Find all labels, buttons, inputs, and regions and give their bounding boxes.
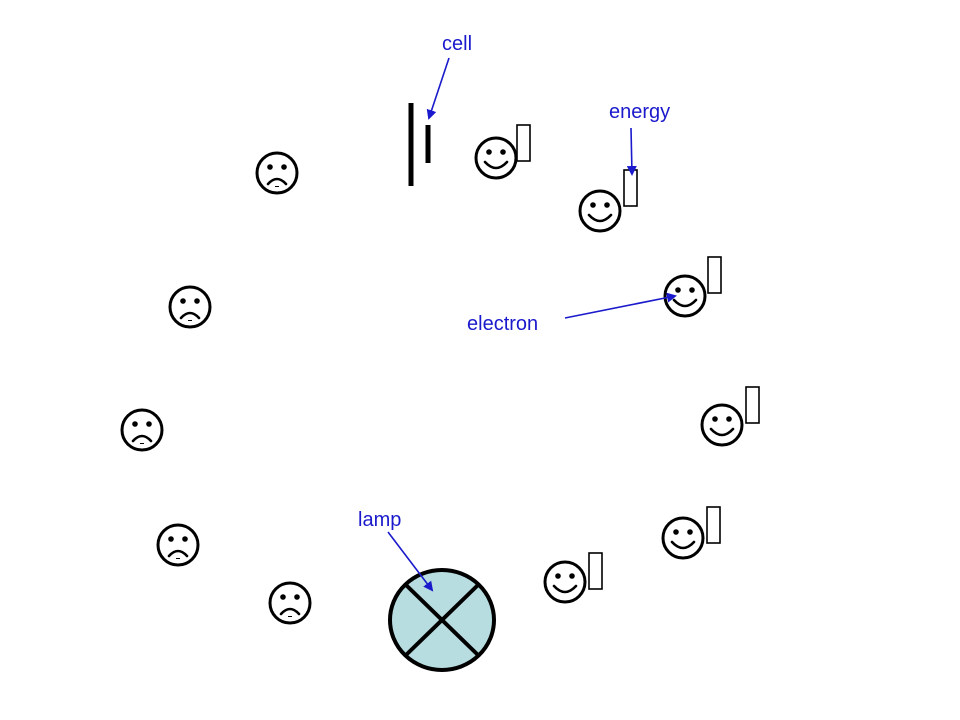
sad-face-icon bbox=[255, 151, 299, 195]
happy-electron bbox=[543, 552, 603, 604]
happy-electrons bbox=[474, 124, 760, 604]
energy-bar bbox=[516, 124, 531, 162]
cell-label: cell bbox=[442, 33, 472, 55]
happy-electron bbox=[663, 256, 722, 318]
happy-electron bbox=[474, 124, 531, 180]
electron-arrow bbox=[564, 292, 677, 319]
energy-bar bbox=[706, 506, 721, 544]
happy-electron bbox=[661, 506, 721, 560]
cell-arrow bbox=[426, 57, 450, 120]
lamp-cross-line bbox=[404, 583, 480, 657]
sad-face-icon bbox=[156, 523, 200, 567]
energy-bar bbox=[588, 552, 603, 590]
happy-face-icon bbox=[578, 189, 622, 233]
lamp-arrow bbox=[387, 531, 434, 592]
energy-bar bbox=[745, 386, 760, 424]
cell-symbol bbox=[408, 103, 431, 186]
lamp-label: lamp bbox=[358, 509, 401, 531]
energy-arrow bbox=[626, 127, 637, 176]
annotations: cell energy electron lamp bbox=[358, 33, 677, 592]
happy-face-icon bbox=[661, 516, 705, 560]
energy-bar bbox=[623, 169, 638, 207]
energy-bar bbox=[707, 256, 722, 294]
happy-electron bbox=[700, 386, 760, 447]
happy-face-icon bbox=[700, 403, 744, 447]
sad-face-icon bbox=[168, 285, 212, 329]
happy-face-icon bbox=[474, 136, 518, 180]
energy-label: energy bbox=[609, 101, 670, 123]
happy-face-icon bbox=[543, 560, 587, 604]
happy-electron bbox=[578, 169, 638, 233]
electron-label: electron bbox=[467, 313, 538, 335]
sad-face-icon bbox=[120, 408, 164, 452]
sad-face-icon bbox=[268, 581, 312, 625]
lamp-symbol bbox=[388, 568, 496, 672]
sad-electrons bbox=[120, 151, 312, 625]
